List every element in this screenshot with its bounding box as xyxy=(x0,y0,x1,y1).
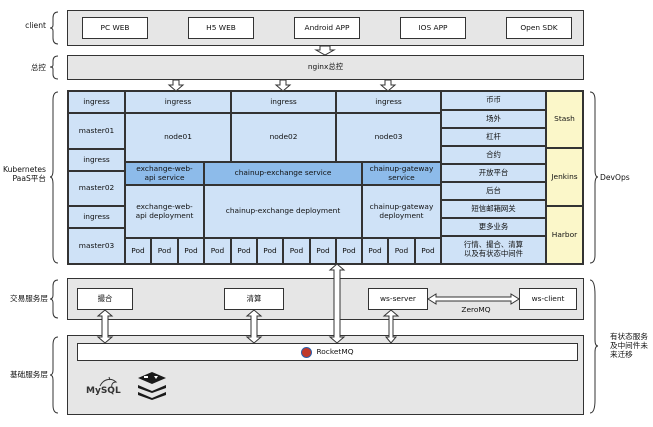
pod: Pod xyxy=(231,238,257,264)
rocketmq-icon xyxy=(301,346,313,358)
chainup-gateway-deployment: chainup-gateway deployment xyxy=(362,185,441,238)
layer-label-gateway: 总控 xyxy=(30,63,46,72)
pod: Pod xyxy=(310,238,336,264)
nginx-to-ingress-arrows xyxy=(167,79,397,92)
zeromq-label: ZeroMQ xyxy=(461,304,491,314)
pod: Pod xyxy=(362,238,388,264)
pod: Pod xyxy=(336,238,362,264)
redis-icon xyxy=(136,372,168,400)
rocketmq-bar: RocketMQ xyxy=(77,343,578,361)
left-braces xyxy=(49,11,59,414)
rocketmq-label: RocketMQ xyxy=(316,346,354,356)
node03: node03 xyxy=(336,113,441,162)
master03: master03 xyxy=(68,228,125,264)
node-ingress-2: ingress xyxy=(231,91,336,113)
devops-stash: Stash xyxy=(546,91,583,148)
chainup-gateway-service: chainup-gateway service xyxy=(362,162,441,185)
biz-admin: 后台 xyxy=(441,182,546,200)
master02: master02 xyxy=(68,171,125,206)
client-to-nginx-arrow xyxy=(314,45,336,56)
exchange-web-api-service: exchange-web- api service xyxy=(125,162,204,185)
mysql-logo: MySQL xyxy=(86,376,126,400)
mysql-label: MySQL xyxy=(86,386,121,396)
chainup-exchange-service: chainup-exchange service xyxy=(204,162,362,185)
pod: Pod xyxy=(151,238,178,264)
pod: Pod xyxy=(415,238,441,264)
master01: master01 xyxy=(68,113,125,149)
devops-harbor: Harbor xyxy=(546,206,583,264)
pod: Pod xyxy=(283,238,310,264)
trade-to-base-arrows xyxy=(96,309,400,344)
master-ingress-2: ingress xyxy=(68,149,125,171)
biz-contract: 合约 xyxy=(441,146,546,164)
biz-open-platform: 开放平台 xyxy=(441,164,546,182)
ws-zeromq-arrow xyxy=(427,293,520,305)
pod: Pod xyxy=(257,238,283,264)
master-ingress-1: ingress xyxy=(68,91,125,113)
right-braces xyxy=(589,91,599,414)
exchange-web-api-deployment: exchange-web- api deployment xyxy=(125,185,204,238)
pod: Pod xyxy=(388,238,415,264)
layer-label-k8s: Kubernetes PaaS平台 xyxy=(3,165,46,184)
node01: node01 xyxy=(125,113,231,162)
master-ingress-3: ingress xyxy=(68,206,125,228)
biz-sms-email-gateway: 短信邮箱网关 xyxy=(441,200,546,218)
node-ingress-3: ingress xyxy=(336,91,441,113)
pod-to-ws-server-arrow xyxy=(328,263,346,344)
node-ingress-1: ingress xyxy=(125,91,231,113)
pod: Pod xyxy=(125,238,151,264)
pod: Pod xyxy=(178,238,204,264)
biz-spot: 币币 xyxy=(441,91,546,110)
chainup-exchange-deployment: chainup-exchange deployment xyxy=(204,185,362,238)
client-android-app: Android APP xyxy=(294,17,360,39)
layer-label-stateful: 有状态服务 及中间件未 来迁移 xyxy=(610,332,648,360)
pod: Pod xyxy=(204,238,231,264)
layer-label-devops: DevOps xyxy=(600,173,630,182)
dolphin-icon xyxy=(99,376,118,389)
nginx-gateway: nginx总控 xyxy=(67,55,584,80)
devops-jenkins: Jenkins xyxy=(546,148,583,206)
biz-otc: 场外 xyxy=(441,110,546,128)
biz-margin: 杠杆 xyxy=(441,128,546,146)
client-ios-app: IOS APP xyxy=(400,17,466,39)
layer-label-trade: 交易服务层 xyxy=(10,294,48,303)
biz-more: 更多业务 xyxy=(441,218,546,236)
client-pc-web: PC WEB xyxy=(82,17,148,39)
layer-label-base: 基础服务层 xyxy=(10,370,48,379)
biz-stateful-middleware: 行情、撮合、清算 以及有状态中间件 xyxy=(441,236,546,264)
layer-label-client: client xyxy=(25,21,46,30)
client-open-sdk: Open SDK xyxy=(506,17,572,39)
client-h5-web: H5 WEB xyxy=(188,17,254,39)
node02: node02 xyxy=(231,113,336,162)
